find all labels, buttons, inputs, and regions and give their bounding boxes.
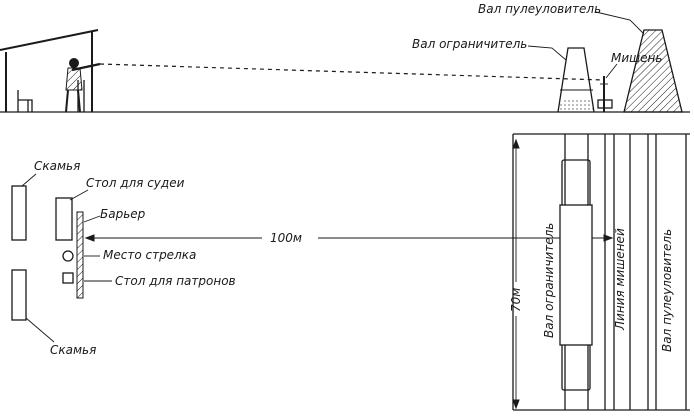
label-limiter-bank-vertical: Вал ограничитель — [542, 223, 556, 338]
shelter-roof — [0, 29, 99, 51]
label-barrier: Барьер — [100, 207, 146, 221]
label-cartridge-table: Стол для патронов — [115, 274, 236, 288]
bench-bottom — [11, 269, 27, 321]
leader-bullet-catcher — [595, 11, 645, 35]
rifle — [71, 62, 101, 72]
shooter-head — [69, 58, 79, 68]
shooter-place-marker — [62, 250, 74, 262]
leader-limiter-bank — [527, 45, 567, 61]
shooter-figure — [65, 58, 101, 113]
plan-view: Скамья Стол для судеи Барьер Место стрел… — [11, 133, 690, 411]
bench-side — [17, 90, 33, 112]
label-target-line-vertical: Линия мишеней — [613, 228, 627, 331]
target-frame — [597, 99, 613, 109]
label-bench-bottom: Скамья — [50, 343, 96, 357]
limiter-bank-center — [559, 204, 593, 346]
label-judge-table: Стол для судеи — [86, 176, 185, 190]
label-limiter-bank: Вал ограничитель — [412, 37, 527, 51]
target-profile — [597, 76, 613, 112]
label-bench-top: Скамья — [34, 159, 80, 173]
profile-view: Вал пулеуловитель Вал ограничитель Мишен… — [0, 2, 690, 113]
label-target: Мишень — [611, 51, 662, 65]
leader-bench-top — [21, 173, 37, 187]
judge-table — [55, 197, 73, 241]
label-shooter-place: Место стрелка — [103, 248, 196, 262]
bullet-catcher-profile — [623, 29, 683, 113]
width-dimension: 70м — [509, 138, 523, 410]
width-arrow-bottom — [512, 399, 520, 410]
shooter-legs — [65, 89, 81, 113]
limiter-bank-outline — [557, 47, 595, 113]
firing-shelter — [0, 29, 99, 112]
limiter-bank-fill — [558, 100, 594, 112]
leader-target — [605, 63, 618, 79]
leader-bench-bottom — [25, 317, 55, 343]
leader-barrier — [83, 215, 101, 223]
label-bullet-catcher-vertical: Вал пулеуловитель — [660, 229, 674, 352]
bench-top — [11, 185, 27, 241]
width-label: 70м — [509, 288, 523, 312]
width-arrow-top — [512, 138, 520, 149]
distance-label: 100м — [270, 231, 302, 245]
distance-arrow-left — [84, 234, 95, 242]
cartridge-table — [62, 272, 74, 284]
barrier — [76, 211, 84, 299]
distance-arrow-right — [603, 234, 614, 242]
shooter-body — [65, 67, 83, 91]
limiter-bank-profile — [557, 47, 595, 113]
target-field — [512, 133, 690, 411]
bullet-catcher-outline — [623, 29, 683, 113]
label-bullet-catcher-bank: Вал пулеуловитель — [478, 2, 601, 16]
distance-dimension: 100м — [84, 231, 614, 245]
line-of-fire — [99, 63, 605, 81]
leader-judge-table — [69, 189, 89, 201]
